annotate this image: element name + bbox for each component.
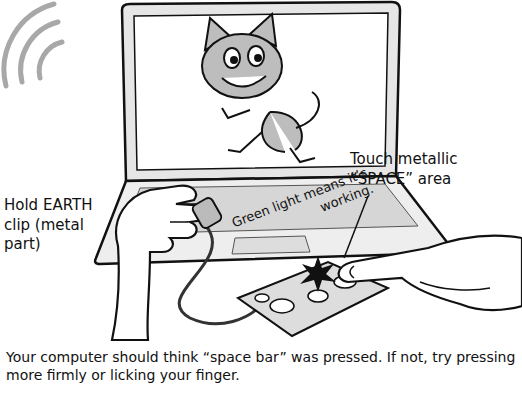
cat-eye xyxy=(248,46,264,66)
cat-pupil xyxy=(255,55,261,61)
cat-head xyxy=(202,34,282,98)
finger-line xyxy=(170,204,196,222)
cat-arm xyxy=(222,108,250,118)
earth-clip xyxy=(191,196,223,230)
wave-arc xyxy=(21,22,58,82)
cat-leg xyxy=(228,132,262,152)
pad xyxy=(255,294,269,302)
green-light-spark xyxy=(300,256,336,292)
finger-line xyxy=(350,266,490,290)
scratch-cat xyxy=(202,14,319,162)
wave-arc xyxy=(4,4,54,86)
cat-pupil xyxy=(231,57,237,63)
wifi-waves xyxy=(4,4,62,86)
pad xyxy=(270,299,294,313)
right-hand xyxy=(339,236,522,311)
laptop-screen xyxy=(134,13,388,170)
wire xyxy=(179,226,262,324)
wave-arc xyxy=(39,42,62,78)
cat-mouth xyxy=(222,76,266,87)
cat-body xyxy=(262,112,302,152)
cat-eye xyxy=(224,48,240,68)
hold-instruction: Hold EARTH clip (metal part) xyxy=(4,196,104,255)
cat-tail xyxy=(296,92,319,128)
laptop-trackpad xyxy=(232,236,310,254)
caption: Your computer should think “space bar” w… xyxy=(6,348,516,384)
cat-leg xyxy=(290,148,315,162)
